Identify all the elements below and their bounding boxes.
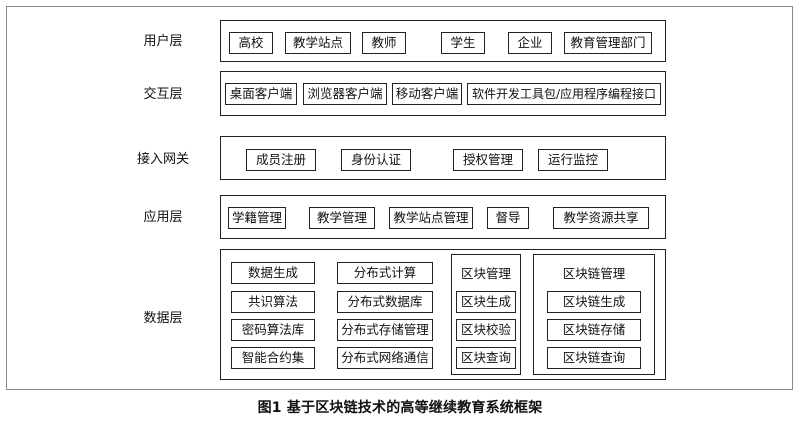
gateway-node-identity-authentication: 身份认证 (341, 149, 411, 171)
data-node-smart-contracts: 智能合约集 (231, 347, 315, 369)
gateway-node-authorization-management: 授权管理 (453, 149, 523, 171)
figure-frame (6, 6, 793, 390)
user-node-education-authorities: 教育管理部门 (564, 32, 652, 54)
data-node-distributed-computing: 分布式计算 (337, 262, 433, 284)
interaction-node-browser-client: 浏览器客户端 (303, 83, 387, 105)
interaction-layer-label: 交互层 (143, 87, 183, 102)
blockchain-management-title: 区块链管理 (562, 266, 626, 281)
interaction-node-sdk-api: 软件开发工具包/应用程序编程接口 (467, 83, 661, 105)
blockchain-management-group (533, 254, 655, 375)
data-node-data-generation: 数据生成 (231, 262, 315, 284)
data-node-distributed-database: 分布式数据库 (337, 291, 433, 313)
interaction-node-mobile-client: 移动客户端 (392, 83, 462, 105)
app-node-teaching-site-management: 教学站点管理 (389, 207, 473, 229)
user-node-students: 学生 (441, 32, 485, 54)
app-node-supervision: 督导 (487, 207, 529, 229)
gateway-node-member-registration: 成员注册 (246, 149, 316, 171)
app-node-resource-sharing: 教学资源共享 (553, 207, 649, 229)
chain-node-storage: 区块链存储 (547, 319, 641, 341)
figure-caption: 图1 基于区块链技术的高等继续教育系统框架 (257, 400, 543, 416)
gateway-node-operation-monitoring: 运行监控 (538, 149, 608, 171)
user-node-teaching-sites: 教学站点 (285, 32, 351, 54)
block-management-group (451, 254, 521, 375)
data-node-consensus-algorithm: 共识算法 (231, 291, 315, 313)
block-management-title: 区块管理 (460, 266, 511, 281)
block-node-verification: 区块校验 (456, 319, 516, 341)
chain-node-generation: 区块链生成 (547, 291, 641, 313)
interaction-node-desktop-client: 桌面客户端 (225, 83, 297, 105)
gateway-layer-label: 接入网关 (136, 152, 189, 167)
app-node-student-status: 学籍管理 (228, 207, 286, 229)
user-node-teachers: 教师 (362, 32, 406, 54)
user-layer-label: 用户层 (143, 34, 183, 49)
block-node-generation: 区块生成 (456, 291, 516, 313)
data-node-crypto-library: 密码算法库 (231, 319, 315, 341)
block-node-query: 区块查询 (456, 347, 516, 369)
data-node-distributed-storage: 分布式存储管理 (337, 319, 433, 341)
data-node-distributed-network: 分布式网络通信 (337, 347, 433, 369)
chain-node-query: 区块链查询 (547, 347, 641, 369)
data-layer-label: 数据层 (143, 311, 183, 326)
app-node-teaching-management: 教学管理 (309, 207, 375, 229)
application-layer-label: 应用层 (143, 210, 183, 225)
user-node-universities: 高校 (229, 32, 273, 54)
user-node-enterprises: 企业 (508, 32, 552, 54)
